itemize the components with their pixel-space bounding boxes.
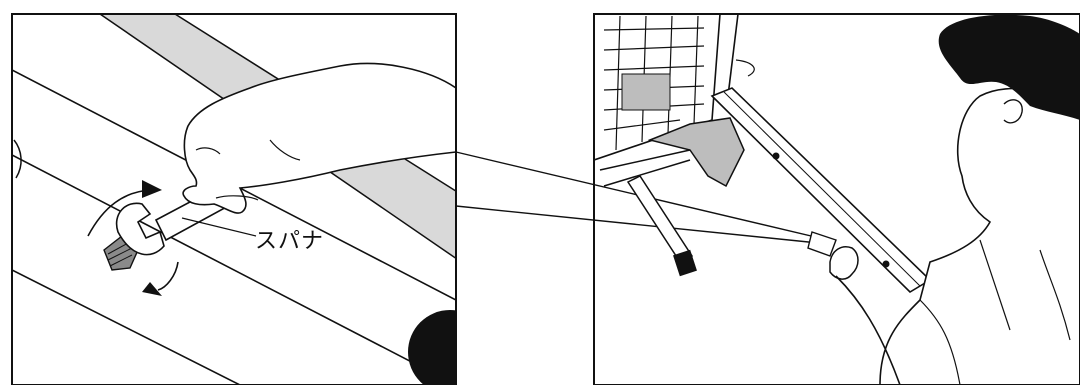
spanner-label: スパナ xyxy=(255,223,324,255)
lower-arm xyxy=(628,176,697,276)
rail xyxy=(712,88,930,292)
label-leader xyxy=(182,218,256,236)
overview-panel xyxy=(594,14,1080,385)
rail-line xyxy=(12,270,240,385)
callout-line xyxy=(456,206,828,244)
worker-hand xyxy=(830,247,858,279)
wheel xyxy=(408,310,492,385)
rail-bolt xyxy=(808,232,836,256)
worker xyxy=(830,15,1080,385)
closeup-panel xyxy=(12,14,492,385)
